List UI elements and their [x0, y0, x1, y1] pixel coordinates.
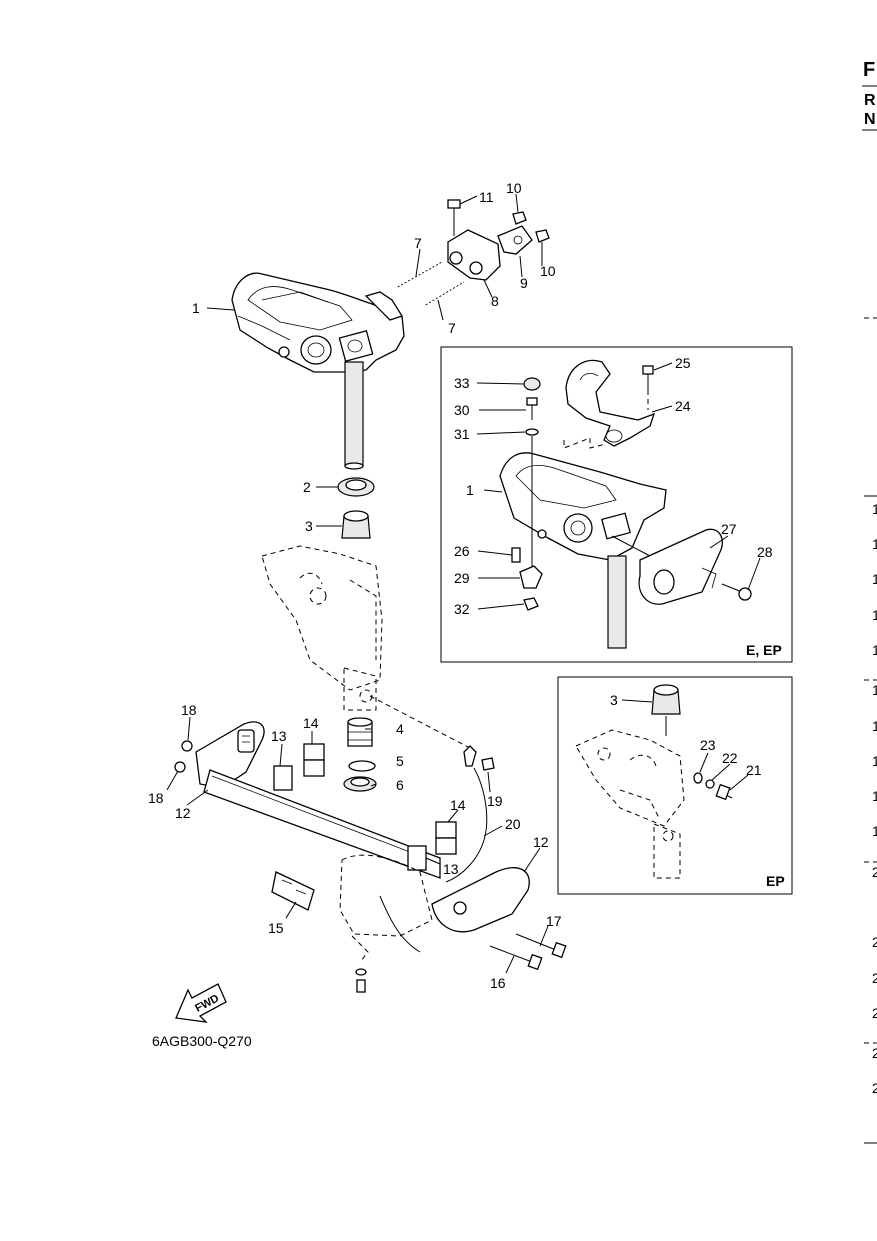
callout-16: 16: [490, 975, 506, 991]
diagram-code: 6AGB300-Q270: [152, 1033, 252, 1049]
steering-bracket-drawing: [231, 199, 550, 470]
callout-27: 27: [721, 521, 737, 537]
callout-7: 7: [414, 235, 422, 251]
callout-6: 6: [396, 777, 404, 793]
callout-3: 3: [305, 518, 313, 534]
bushing-and-wire-drawing: [343, 717, 495, 883]
right-edge-rows: 1 1 1 1 1 1 1 1 1 1 2 2 2 2 2 2: [864, 317, 877, 1144]
callout-14: 14: [303, 715, 319, 731]
edge-row-num: 1: [872, 823, 877, 839]
edge-row-num: 1: [872, 501, 877, 517]
swivel-bracket-drawing: [261, 545, 471, 749]
callout-10: 10: [540, 263, 556, 279]
callout-33: 33: [454, 375, 470, 391]
callout-29: 29: [454, 570, 470, 586]
callout-17: 17: [546, 913, 562, 929]
callout-7: 7: [448, 320, 456, 336]
callout-28: 28: [757, 544, 773, 560]
inset-label-ep: EP: [766, 873, 785, 889]
callout-5: 5: [396, 753, 404, 769]
callout-32: 32: [454, 601, 470, 617]
callout-leaders: [166, 193, 549, 974]
callout-25: 25: [675, 355, 691, 371]
edge-row-num: 2: [872, 1045, 877, 1061]
callout-12: 12: [533, 834, 549, 850]
callout-3: 3: [610, 692, 618, 708]
callout-13: 13: [271, 728, 287, 744]
edge-row-num: 1: [872, 607, 877, 623]
callout-4: 4: [396, 721, 404, 737]
callout-18: 18: [148, 790, 164, 806]
right-edge-header: F R N: [862, 59, 877, 131]
callout-21: 21: [746, 762, 762, 778]
callout-26: 26: [454, 543, 470, 559]
edge-row-num: 1: [872, 682, 877, 698]
edge-row-num: 1: [872, 642, 877, 658]
edge-row-num: 1: [872, 536, 877, 552]
callout-1: 1: [466, 482, 474, 498]
callout-31: 31: [454, 426, 470, 442]
callout-24: 24: [675, 398, 691, 414]
callout-9: 9: [520, 275, 528, 291]
callout-labels-main: 1 2 3 4 5 6 7 7 8 9 10 10 11 12 12 13 13…: [148, 180, 562, 991]
callout-15: 15: [268, 920, 284, 936]
inset-e-ep: 33 30 31 1 26 29 32 25 24 27 28 E, EP: [440, 346, 793, 663]
edge-row-num: 2: [872, 934, 877, 950]
edge-row-num: 1: [872, 753, 877, 769]
callout-20: 20: [505, 816, 521, 832]
edge-row-num: 2: [872, 1080, 877, 1096]
edge-row-num: 1: [872, 788, 877, 804]
fwd-arrow-icon: FWD: [175, 983, 227, 1023]
bushing-drawing: [337, 477, 375, 539]
callout-2: 2: [303, 479, 311, 495]
callout-12: 12: [175, 805, 191, 821]
callout-30: 30: [454, 402, 470, 418]
edge-row-num: 1: [872, 718, 877, 734]
callout-8: 8: [491, 293, 499, 309]
callout-22: 22: [722, 750, 738, 766]
callout-23: 23: [700, 737, 716, 753]
edge-row-num: 2: [872, 970, 877, 986]
callout-13: 13: [443, 861, 459, 877]
inset-ep: 3 23 22 21 EP: [557, 676, 793, 895]
callout-11: 11: [479, 189, 494, 205]
callout-10: 10: [506, 180, 522, 196]
callout-14: 14: [450, 797, 466, 813]
edge-header-n: N: [864, 111, 876, 128]
inset-label-e-ep: E, EP: [746, 642, 782, 658]
edge-header-f: F: [863, 59, 875, 81]
callout-1: 1: [192, 300, 200, 316]
edge-row-num: 1: [872, 571, 877, 587]
callout-19: 19: [487, 793, 503, 809]
edge-row-num: 2: [872, 1005, 877, 1021]
edge-row-num: 2: [872, 864, 877, 880]
edge-header-r: R: [864, 92, 876, 109]
clamp-bracket-drawing: [174, 721, 567, 993]
callout-18: 18: [181, 702, 197, 718]
